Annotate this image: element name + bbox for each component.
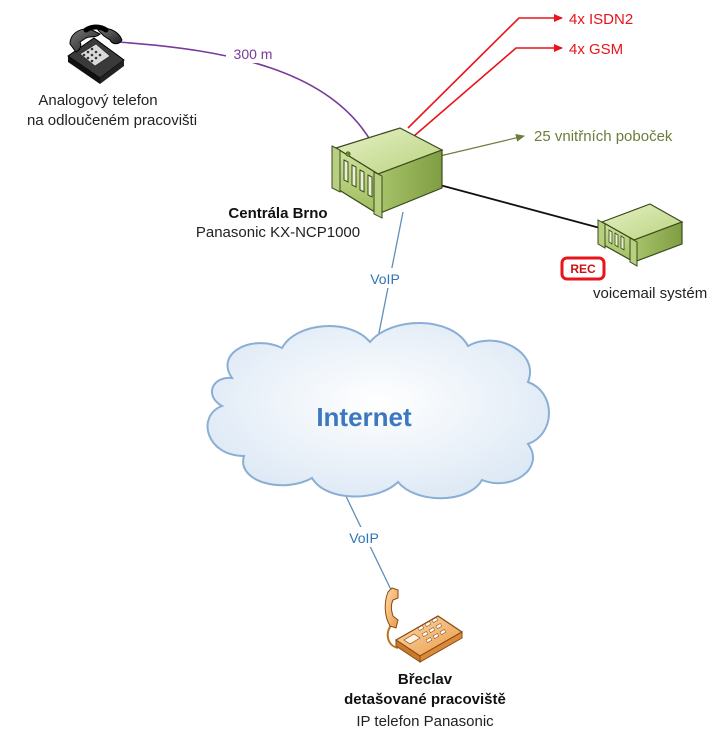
rec-badge: REC <box>560 256 606 281</box>
rec-badge-text: REC <box>570 262 596 276</box>
voicemail-line <box>435 183 601 229</box>
voip-top-label: VoIP <box>370 271 400 287</box>
ip-phone-icon <box>384 587 464 663</box>
gsm-label: 4x GSM <box>569 41 623 58</box>
gsm-trunk-line <box>413 44 563 137</box>
central-name: Centrála Brno <box>228 205 327 222</box>
isdn-trunk-line <box>407 14 563 129</box>
remote-site: detašované pracoviště <box>344 691 506 708</box>
analog-phone-label-line2: na odloučeném pracovišti <box>27 112 197 129</box>
extensions-label: 25 vnitřních poboček <box>534 128 673 145</box>
remote-city: Břeclav <box>398 671 453 688</box>
central-pbx-icon <box>331 127 444 219</box>
internet-label: Internet <box>316 402 412 432</box>
voicemail-label: voicemail systém <box>593 285 707 302</box>
analog-phone-icon <box>67 24 125 84</box>
remote-device: IP telefon Panasonic <box>356 713 494 730</box>
isdn-label: 4x ISDN2 <box>569 11 633 28</box>
extensions-line <box>439 133 525 157</box>
analog-phone-label-line1: Analogový telefon <box>38 92 157 109</box>
central-model: Panasonic KX-NCP1000 <box>196 224 360 241</box>
internet-cloud <box>206 322 550 500</box>
analog-line <box>117 41 373 144</box>
distance-label: 300 m <box>234 46 273 62</box>
voicemail-server-icon <box>597 203 684 267</box>
voip-bottom-label: VoIP <box>349 530 379 546</box>
